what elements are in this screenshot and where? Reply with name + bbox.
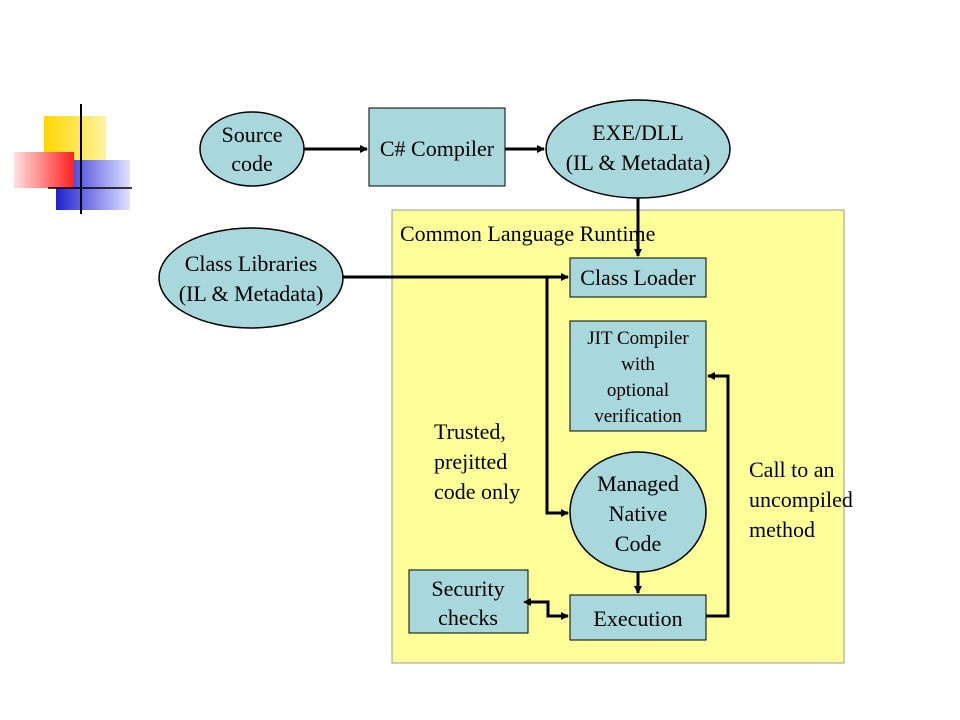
jit-line-2: with (621, 354, 655, 375)
arrow-security-execution (523, 598, 569, 620)
jit-line-4: verification (594, 406, 682, 427)
class-loader-node: Class Loader (569, 257, 707, 298)
jit-line-1: JIT Compiler (587, 328, 689, 349)
source-code-line-1: Source (221, 122, 282, 147)
class-libraries-node: Class Libraries (IL & Metadata) (158, 227, 344, 329)
arrow-trusted-path (545, 277, 569, 517)
managed-line-3: Code (615, 531, 661, 556)
arrow-execution-to-jit (706, 372, 730, 618)
jit-compiler-node: JIT Compiler with optional verification (569, 320, 707, 432)
trusted-annotation: Trusted, prejitted code only (434, 419, 520, 504)
exe-dll-node: EXE/DLL (IL & Metadata) (545, 99, 731, 199)
managed-line-1: Managed (597, 471, 679, 496)
execution-node: Execution (569, 594, 707, 641)
trusted-line-1: Trusted, (434, 419, 506, 444)
slide-logo-icon (14, 104, 132, 214)
source-code-node: Source code (199, 111, 305, 187)
security-line-2: checks (438, 605, 498, 630)
uncompiled-line-1: Call to an (749, 457, 835, 482)
exe-dll-line-1: EXE/DLL (592, 120, 684, 145)
trusted-line-3: code only (434, 479, 520, 504)
execution-label: Execution (593, 606, 682, 631)
clr-label: Common Language Runtime (400, 221, 655, 246)
class-loader-label: Class Loader (580, 265, 696, 290)
jit-line-3: optional (607, 380, 669, 401)
source-code-line-2: code (231, 151, 273, 176)
csharp-compiler-node: C# Compiler (368, 107, 506, 187)
managed-line-2: Native (609, 501, 668, 526)
uncompiled-annotation: Call to an uncompiled method (749, 457, 853, 542)
security-line-1: Security (431, 576, 504, 601)
uncompiled-line-3: method (749, 517, 815, 542)
csharp-compiler-label: C# Compiler (380, 136, 495, 161)
uncompiled-line-2: uncompiled (749, 487, 853, 512)
managed-native-code-node: Managed Native Code (569, 451, 707, 573)
trusted-line-2: prejitted (434, 449, 507, 474)
class-libraries-line-1: Class Libraries (185, 251, 318, 276)
exe-dll-line-2: (IL & Metadata) (566, 150, 711, 175)
class-libraries-line-2: (IL & Metadata) (179, 281, 324, 306)
security-checks-node: Security checks (408, 569, 529, 634)
